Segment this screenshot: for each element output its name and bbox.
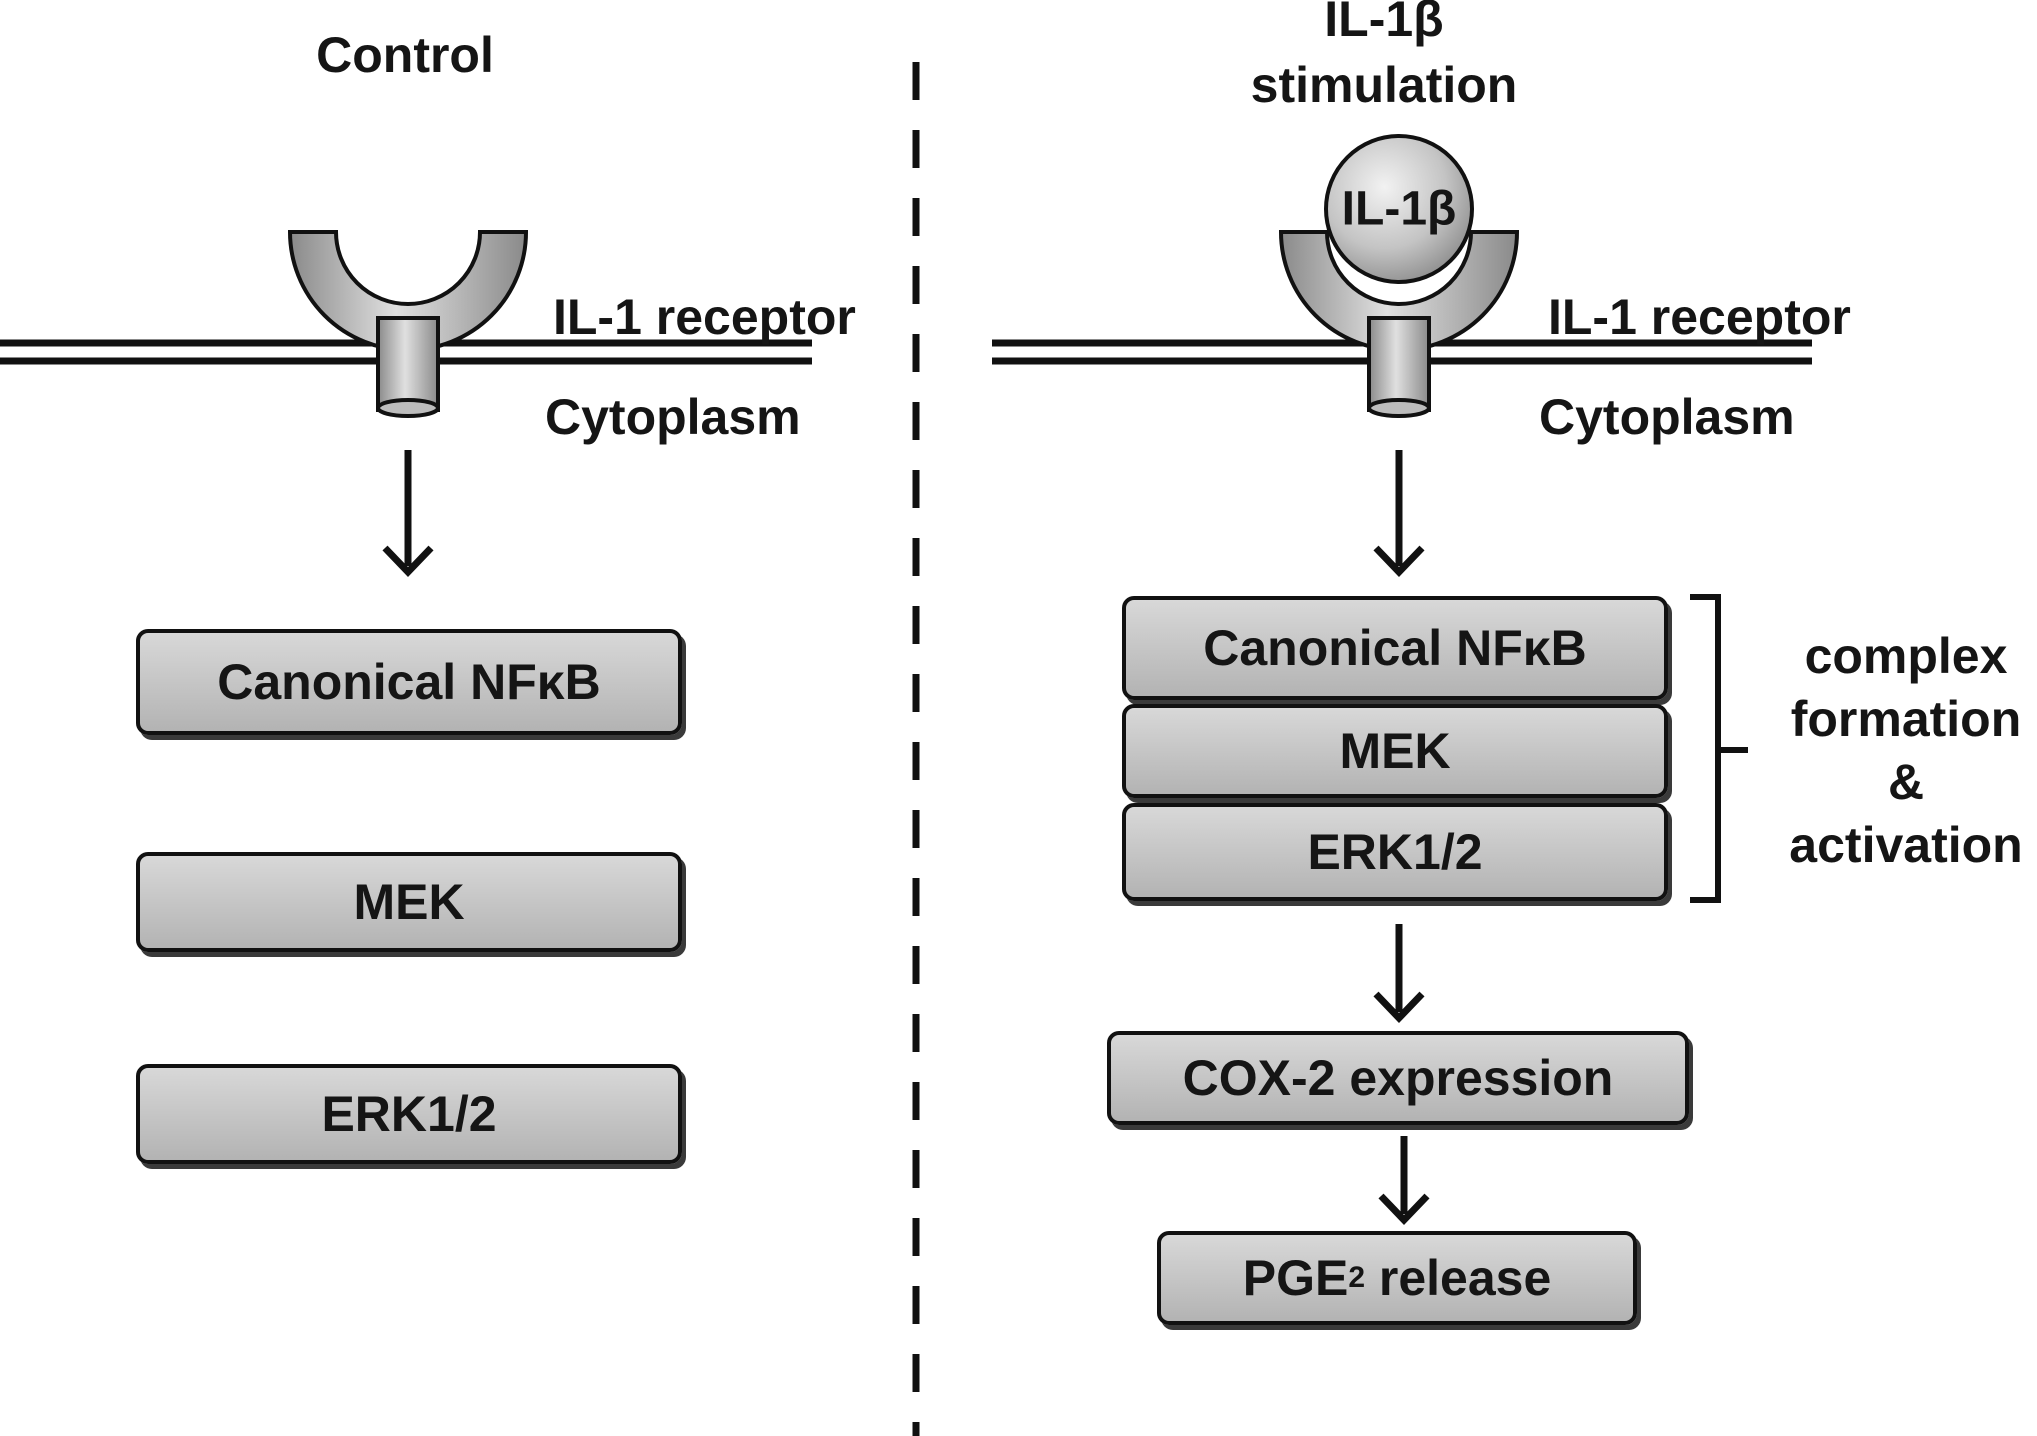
bracket-label-line1: complex: [1804, 628, 2008, 684]
stim-nfkb-box: Canonical NFκB: [1122, 596, 1668, 700]
stim-arrow-2: [1373, 924, 1425, 1024]
control-cytoplasm-label: Cytoplasm: [545, 389, 801, 445]
stim-cytoplasm-label: Cytoplasm: [1539, 389, 1795, 445]
control-mek-box: MEK: [136, 852, 682, 952]
stim-il1-receptor: [1278, 230, 1520, 418]
pge-subscript: 2: [1348, 1261, 1365, 1294]
bracket-label-line4: activation: [1789, 817, 2023, 873]
stim-receptor-label: IL-1 receptor: [1548, 289, 1851, 345]
stim-arrow-3: [1378, 1136, 1430, 1226]
control-nfkb-box: Canonical NFκB: [136, 629, 682, 735]
control-il1-receptor: [287, 230, 529, 418]
control-receptor-label: IL-1 receptor: [553, 289, 856, 345]
bracket-label-line2: formation: [1790, 691, 2022, 747]
stim-title-line2: stimulation: [1250, 57, 1518, 113]
stim-mek-box: MEK: [1122, 704, 1668, 798]
stim-title-line1: IL-1β: [1324, 0, 1444, 47]
control-erk-box: ERK1/2: [136, 1064, 682, 1164]
cox2-expression-box: COX-2 expression: [1107, 1031, 1689, 1125]
il1b-ligand-label: IL-1β: [1341, 182, 1457, 236]
pge-suffix: release: [1365, 1250, 1552, 1306]
stim-arrow-1: [1373, 450, 1425, 578]
pge-prefix: PGE: [1242, 1250, 1349, 1306]
control-arrow: [382, 450, 434, 578]
il1b-ligand: [1324, 134, 1474, 284]
control-title: Control: [316, 27, 494, 83]
complex-bracket: [1690, 594, 1748, 903]
stim-erk-box: ERK1/2: [1122, 803, 1668, 901]
bracket-label-line3: &: [1887, 754, 1925, 810]
